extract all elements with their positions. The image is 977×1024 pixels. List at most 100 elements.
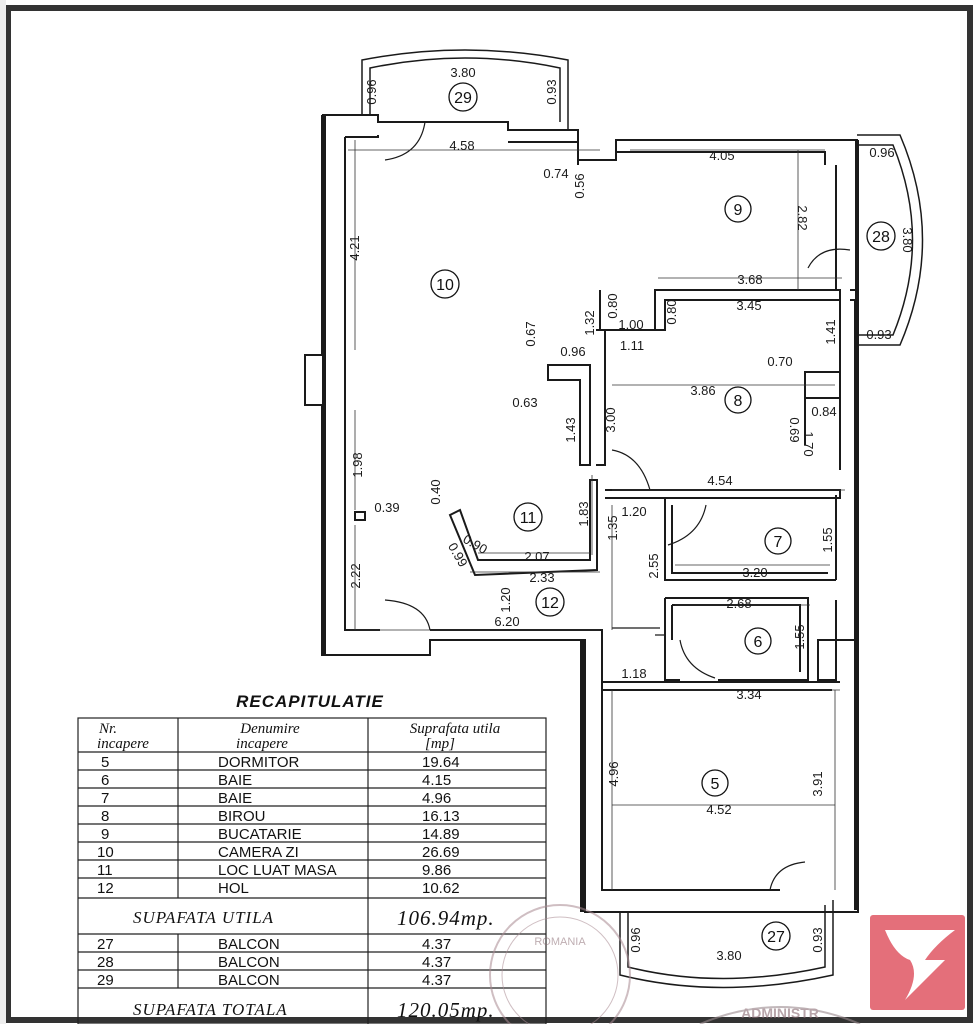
room-27-marker bbox=[761, 921, 791, 951]
dim-label: 3.00 bbox=[603, 407, 618, 432]
row-area: 16.13 bbox=[422, 808, 460, 825]
dim-label: 4.05 bbox=[709, 148, 734, 163]
recap-table: RECAPITULATIE Nr. incapere Denumire inca… bbox=[77, 692, 547, 1024]
row-area: 19.64 bbox=[422, 754, 460, 771]
room-7-marker bbox=[764, 527, 792, 555]
dim-label: 0.63 bbox=[512, 395, 537, 410]
room-5-marker bbox=[701, 769, 729, 797]
dim-label: 0.93 bbox=[810, 927, 825, 952]
stamp: ADMINISTR bbox=[699, 1005, 861, 1024]
dim-label: 0.93 bbox=[866, 327, 891, 342]
table-row: 12 HOL 10.62 bbox=[97, 880, 460, 897]
dim-label: 6.20 bbox=[494, 614, 519, 629]
dim-label: 1.70 bbox=[801, 431, 816, 456]
dim-label: 2.07 bbox=[524, 549, 549, 564]
row-name: DORMITOR bbox=[218, 754, 300, 771]
dim-label: 0.96 bbox=[364, 79, 379, 104]
dim-label: 1.55 bbox=[792, 624, 807, 649]
util-area-label: SUPAFATA UTILA bbox=[133, 908, 274, 927]
room-8-number: 8 bbox=[734, 393, 743, 410]
row-nr: 29 bbox=[97, 972, 114, 989]
row-area: 14.89 bbox=[422, 826, 460, 843]
row-name: CAMERA ZI bbox=[218, 844, 299, 861]
dim-label: 2.33 bbox=[529, 570, 554, 585]
dim-label: 0.80 bbox=[605, 293, 620, 318]
dim-label: 3.86 bbox=[690, 383, 715, 398]
stamp-text: ADMINISTR bbox=[741, 1005, 819, 1021]
stamp: ROMANIA bbox=[489, 904, 631, 1024]
header-nr-sub: incapere bbox=[97, 736, 149, 752]
table-row: 11 LOC LUAT MASA 9.86 bbox=[97, 862, 451, 879]
row-nr: 5 bbox=[101, 754, 109, 771]
dim-label: 1.41 bbox=[823, 319, 838, 344]
row-nr: 8 bbox=[101, 808, 109, 825]
row-name: BALCON bbox=[218, 936, 280, 953]
room-6-number: 6 bbox=[754, 634, 763, 651]
table-row: 10 CAMERA ZI 26.69 bbox=[97, 844, 460, 861]
row-area: 9.86 bbox=[422, 862, 451, 879]
room-28-marker bbox=[866, 221, 896, 251]
row-nr: 6 bbox=[101, 772, 109, 789]
dim-label: 0.67 bbox=[523, 321, 538, 346]
dim-label: 1.55 bbox=[820, 527, 835, 552]
dim-label: 1.00 bbox=[618, 317, 643, 332]
dim-label: 3.91 bbox=[810, 771, 825, 796]
balcony-27 bbox=[619, 900, 834, 989]
dim-label: 1.20 bbox=[621, 504, 646, 519]
balcony-29 bbox=[361, 49, 569, 130]
room-7-number: 7 bbox=[774, 534, 783, 551]
row-area: 4.37 bbox=[422, 972, 451, 989]
row-name: LOC LUAT MASA bbox=[218, 862, 337, 879]
row-name: BALCON bbox=[218, 972, 280, 989]
room-6-marker bbox=[744, 627, 772, 655]
row-area: 4.15 bbox=[422, 772, 451, 789]
dim-label: 1.32 bbox=[582, 310, 597, 335]
room-27-number: 27 bbox=[767, 929, 785, 946]
wall-fill bbox=[322, 115, 859, 912]
dim-label: 0.39 bbox=[374, 500, 399, 515]
dim-label: 2.22 bbox=[348, 563, 363, 588]
dim-label: 4.21 bbox=[347, 235, 362, 260]
table-row: 28 BALCON 4.37 bbox=[97, 954, 451, 971]
dim-label: 4.96 bbox=[606, 761, 621, 786]
dimension-lines bbox=[348, 140, 845, 890]
dim-label: 0.40 bbox=[428, 479, 443, 504]
dimension-labels: 3.80 0.96 0.93 4.58 4.05 0.74 0.56 0.96 … bbox=[347, 65, 915, 963]
table-title: RECAPITULATIE bbox=[236, 692, 384, 711]
table-row: 9 BUCATARIE 14.89 bbox=[101, 826, 460, 843]
dim-label: 1.20 bbox=[498, 587, 513, 612]
room-5-number: 5 bbox=[711, 776, 720, 793]
interior-walls bbox=[354, 289, 841, 691]
header-name-sub: incapere bbox=[236, 736, 288, 752]
row-nr: 28 bbox=[97, 954, 114, 971]
dim-label: 0.56 bbox=[572, 173, 587, 198]
door-swings bbox=[384, 121, 851, 891]
row-name: BAIE bbox=[218, 790, 252, 807]
brand-logo bbox=[870, 915, 965, 1010]
util-area-value: 106.94mp. bbox=[397, 906, 495, 930]
row-nr: 10 bbox=[97, 844, 114, 861]
dim-label: 0.80 bbox=[664, 299, 679, 324]
dim-label: 1.35 bbox=[605, 515, 620, 540]
room-9-marker bbox=[724, 195, 752, 223]
room-12-marker bbox=[535, 587, 565, 617]
dim-label: 0.74 bbox=[543, 166, 568, 181]
row-name: HOL bbox=[218, 880, 249, 897]
room-10-number: 10 bbox=[436, 277, 454, 294]
header-area: Suprafata utila bbox=[410, 721, 500, 737]
row-area: 4.96 bbox=[422, 790, 451, 807]
room-11-marker bbox=[513, 502, 543, 532]
room-10-marker bbox=[430, 269, 460, 299]
row-nr: 9 bbox=[101, 826, 109, 843]
total-area-value: 120.05mp. bbox=[397, 998, 495, 1022]
header-nr: Nr. bbox=[98, 721, 117, 737]
row-area: 10.62 bbox=[422, 880, 460, 897]
room-labels bbox=[430, 82, 896, 951]
dim-label: 0.96 bbox=[628, 927, 643, 952]
dim-label: 3.68 bbox=[737, 272, 762, 287]
dim-label: 0.69 bbox=[787, 417, 802, 442]
table-row: 29 BALCON 4.37 bbox=[97, 972, 451, 989]
dim-label: 3.80 bbox=[716, 948, 741, 963]
dim-label: 2.68 bbox=[726, 596, 751, 611]
